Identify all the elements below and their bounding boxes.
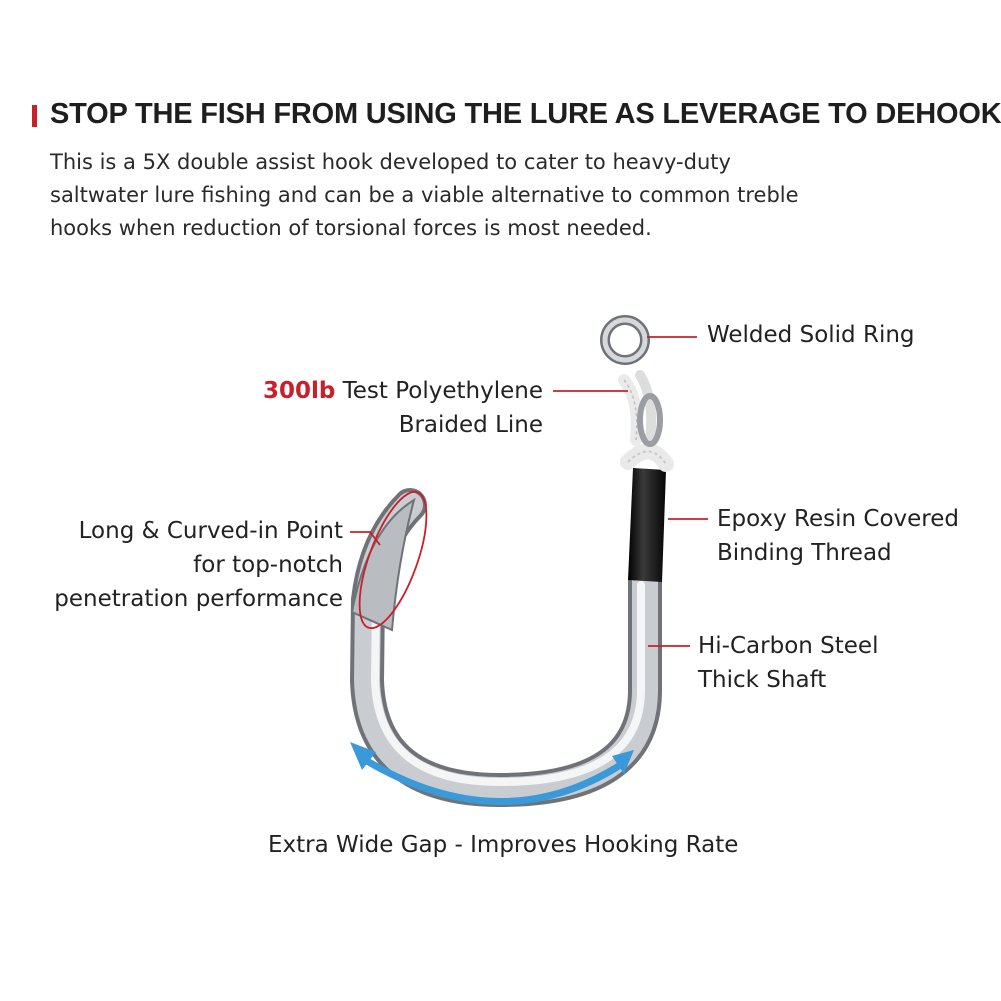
callout-epoxy-2: Binding Thread [717,540,892,566]
callout-braided-line-1: 300lb Test Polyethylene [263,374,543,408]
callout-braided-line-2: Braided Line [398,412,543,438]
line-strength-value: 300lb [262,378,336,404]
braided-line [618,370,674,472]
callout-ring: Welded Solid Ring [707,322,915,348]
description-line-3: hooks when reduction of torsional forces… [50,216,652,240]
callout-epoxy-1: Epoxy Resin Covered [717,506,959,532]
line-type-text: Test Polyethylene [335,378,543,404]
hook-body [350,488,662,807]
callout-shaft-2: Thick Shaft [698,667,827,693]
heading-accent-bar [32,105,37,127]
description-line-2: saltwater lure fishing and can be a viab… [50,183,799,207]
welded-ring [600,315,650,365]
callout-point-3: penetration performance [54,586,343,612]
callout-epoxy: Epoxy Resin Covered Binding Thread [717,502,959,570]
description: This is a 5X double assist hook develope… [50,146,950,245]
callout-gap: Extra Wide Gap - Improves Hooking Rate [268,832,739,858]
epoxy-binding [628,468,666,582]
callout-braided-line: 300lb Test Polyethylene Braided Line [263,374,543,442]
point-highlight [358,490,428,630]
callout-point-1: Long & Curved-in Point [78,518,343,544]
description-line-1: This is a 5X double assist hook develope… [50,150,731,174]
callout-point: Long & Curved-in Point for top-notch pen… [54,514,343,616]
callout-shaft: Hi-Carbon Steel Thick Shaft [698,629,878,697]
callout-point-2: for top-notch [193,552,343,578]
callout-shaft-1: Hi-Carbon Steel [698,633,879,659]
point-leader-line [350,531,381,546]
page-heading: STOP THE FISH FROM USING THE LURE AS LEV… [50,98,1001,130]
wide-gap-arrow [350,742,634,805]
